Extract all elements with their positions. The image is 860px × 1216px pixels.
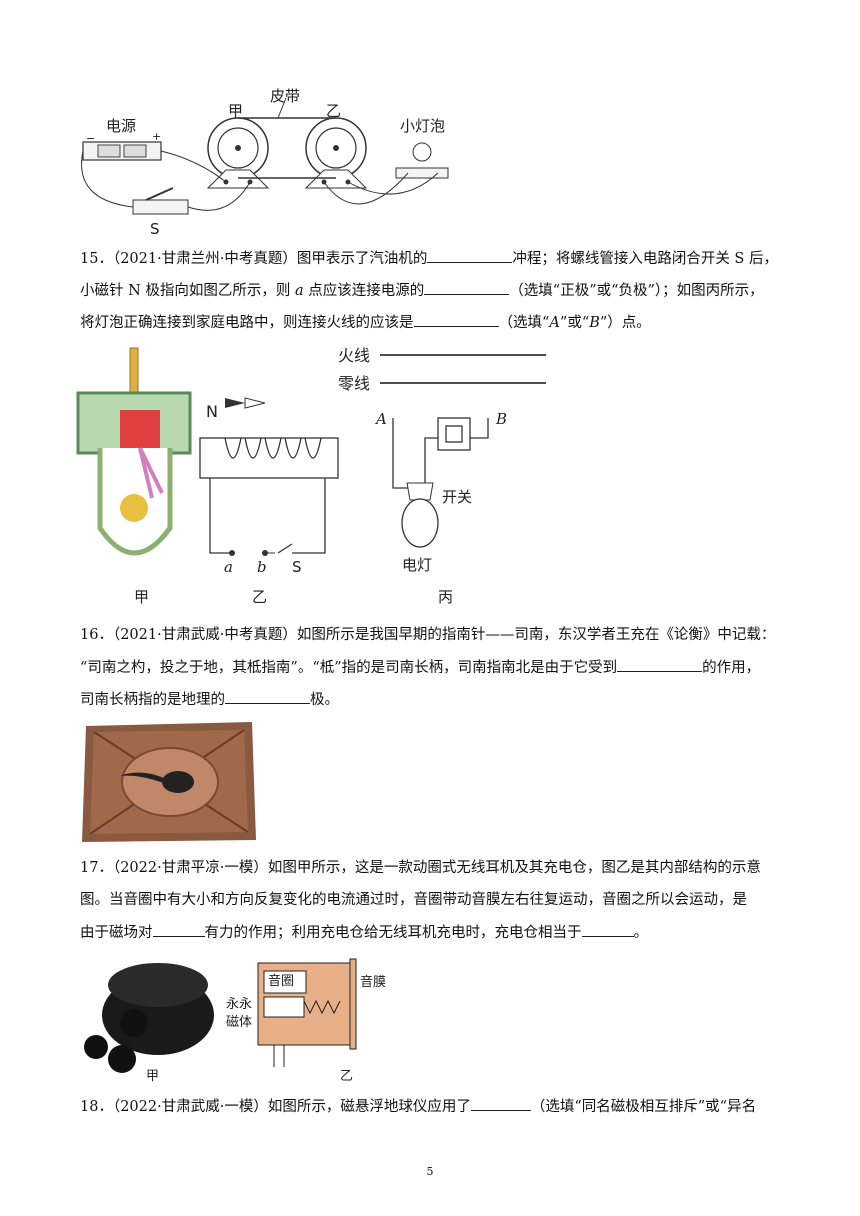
minus-sign: − bbox=[86, 132, 96, 145]
q17-line-2: 图。当音圈中有大小和方向反复变化的电流通过时，音圈带动音膜左右往复运动，音圈之所… bbox=[80, 892, 747, 908]
q16-line-3: 司南长柄指的是地理的极。 bbox=[80, 689, 780, 710]
bulb-label: 小灯泡 bbox=[400, 117, 446, 135]
yongjiu-label: 永永 bbox=[226, 997, 253, 1012]
jia-caption: 甲 bbox=[134, 588, 150, 606]
q15-blank-3 bbox=[413, 312, 499, 327]
yi-label: 乙 bbox=[326, 102, 342, 120]
q15-line-2: 小磁针 N 极指向如图乙所示，则 a 点应该连接电源的（选填“正极”或“负极”）… bbox=[80, 280, 780, 301]
q16-blank-2 bbox=[225, 689, 310, 704]
diandeng-label: 电灯 bbox=[402, 556, 433, 574]
q18-blank-1 bbox=[470, 1096, 531, 1111]
figure-generator-circuit: 电源 − + 甲 皮带 乙 小灯泡 S bbox=[78, 80, 478, 250]
q15-diagram bbox=[76, 347, 546, 556]
q17-diagram bbox=[84, 958, 357, 1073]
q18-line-1: 18．（2022·甘肃武威·一模）如图所示，磁悬浮地球仪应用了（选填“同名磁极相… bbox=[80, 1096, 780, 1117]
figure-q15: 火线 零线 N a b S A B 开关 电灯 甲 乙 丙 bbox=[70, 338, 570, 608]
switch-s-label: S bbox=[292, 558, 302, 576]
q17-line-1: 17．（2022·甘肃平凉·一模）如图甲所示，这是一款动圈式无线耳机及其充电仓，… bbox=[80, 860, 761, 876]
yinmo-label: 音膜 bbox=[360, 975, 387, 990]
kaiguan-label: 开关 bbox=[442, 488, 473, 506]
huoxian-label: 火线 bbox=[338, 346, 371, 365]
lingxian-label: 零线 bbox=[338, 374, 371, 393]
q15-line-3: 将灯泡正确连接到家庭电路中，则连接火线的应该是（选填“A”或“B”）点。 bbox=[80, 312, 780, 333]
page-number: 5 bbox=[426, 1165, 434, 1178]
q16-line-2: “司南之杓，投之于地，其柢指南”。“柢”指的是司南长柄，司南指南北是由于它受到的… bbox=[80, 657, 780, 678]
q16-blank-1 bbox=[617, 657, 703, 672]
figure-q17: 音圈 音膜 永永 磁体 甲 乙 bbox=[78, 955, 408, 1084]
generator-diagram bbox=[81, 97, 449, 215]
belt-label: 皮带 bbox=[270, 87, 301, 105]
q15-line-1: 15．（2021·甘肃兰州·中考真题）图甲表示了汽油机的冲程；将螺线管接入电路闭… bbox=[80, 248, 780, 269]
point-A-label: A bbox=[376, 410, 387, 428]
yi-caption: 乙 bbox=[252, 588, 268, 606]
yinquan-label: 音圈 bbox=[268, 974, 295, 989]
q16-line-1: 16．（2021·甘肃武威·中考真题）如图所示是我国早期的指南针——司南，东汉学… bbox=[80, 627, 776, 643]
switch-label: S bbox=[150, 220, 160, 238]
n-pole-label: N bbox=[206, 402, 218, 421]
q17-blank-1 bbox=[152, 922, 205, 937]
citi-label: 磁体 bbox=[226, 1015, 253, 1030]
q15-blank-1 bbox=[427, 248, 513, 263]
point-a-label: a bbox=[224, 558, 233, 576]
yi-caption-17: 乙 bbox=[340, 1069, 354, 1084]
point-B-label: B bbox=[496, 410, 508, 428]
q17-blank-2 bbox=[581, 922, 634, 937]
sinan-compass-image bbox=[80, 718, 258, 844]
q17-line-3: 由于磁场对有力的作用；利用充电仓给无线耳机充电时，充电仓相当于。 bbox=[80, 922, 780, 943]
jia-caption-17: 甲 bbox=[146, 1069, 160, 1084]
plus-sign: + bbox=[152, 130, 162, 143]
power-label: 电源 bbox=[106, 117, 137, 135]
q15-blank-2 bbox=[424, 280, 510, 295]
point-b-label: b bbox=[257, 558, 267, 576]
jia-label: 甲 bbox=[228, 102, 244, 120]
bing-caption: 丙 bbox=[438, 588, 454, 606]
